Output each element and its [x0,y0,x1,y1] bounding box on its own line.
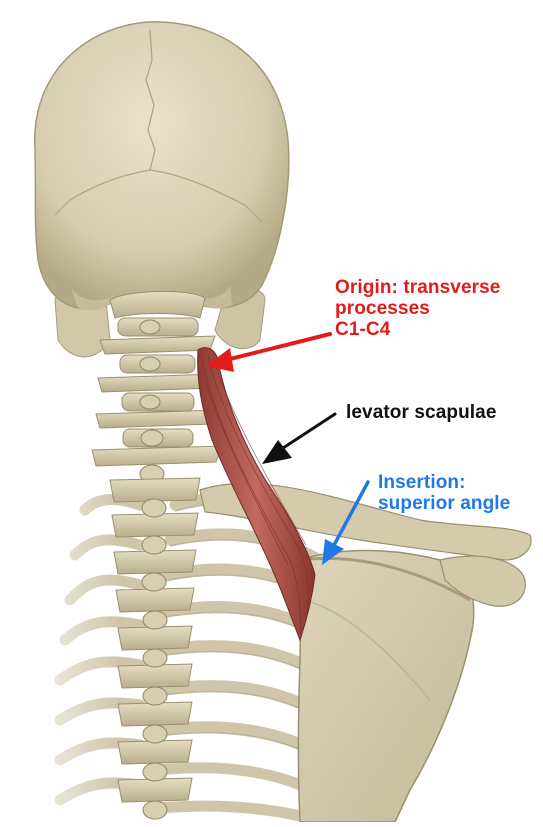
skull [35,22,289,311]
insertion-label: Insertion: superior angle [378,472,510,514]
origin-line-1: Origin: transverse [335,277,500,298]
muscle-label: levator scapulae [346,402,497,423]
scapula [299,551,526,822]
muscle-name: levator scapulae [346,402,497,423]
insertion-line-1: Insertion: [378,472,510,493]
origin-line-3: C1-C4 [335,319,500,340]
thoracic-vertebrae [110,478,200,802]
origin-label: Origin: transverse processes C1-C4 [335,277,500,340]
origin-line-2: processes [335,298,500,319]
arrow-down-left-icon [262,414,335,464]
insertion-line-2: superior angle [378,493,510,514]
